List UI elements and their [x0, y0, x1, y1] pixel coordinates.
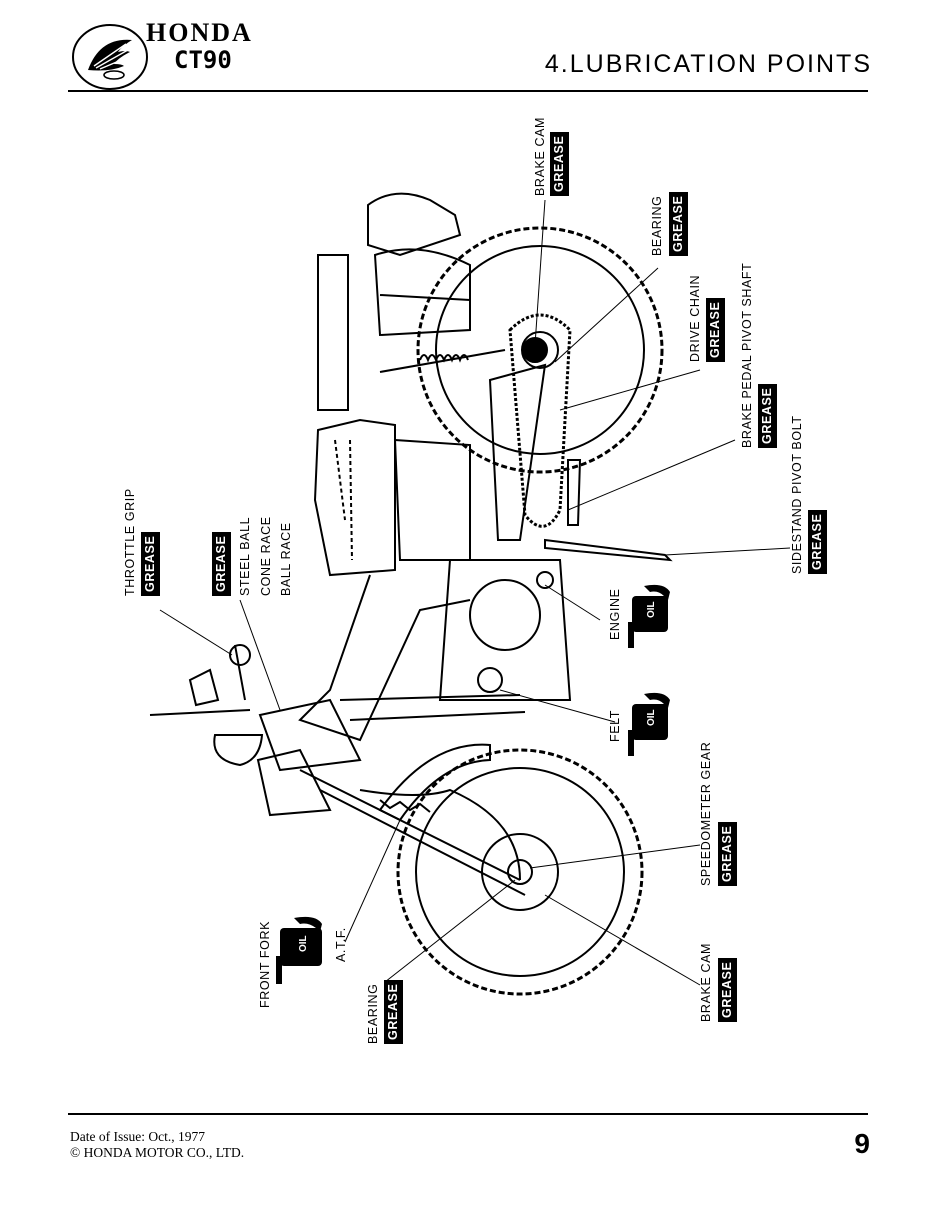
- label-steel-ball: STEEL BALL: [238, 516, 252, 596]
- label-brake-cam-rear: BRAKE CAM: [533, 116, 547, 196]
- page-number: 9: [854, 1128, 870, 1159]
- tank-and-covers: [313, 418, 471, 577]
- tag-grease-brake-pedal-pivot-shaft: GREASE: [758, 383, 777, 448]
- swingarm: [488, 363, 547, 541]
- oil-can-icon: OIL: [628, 584, 670, 648]
- tag-grease-throttle-grip: GREASE: [141, 531, 160, 596]
- tag-grease-bearing-front: GREASE: [384, 979, 403, 1044]
- footer-rule: [68, 1113, 868, 1115]
- oil-label: OIL: [298, 935, 309, 952]
- label-cone-race: CONE RACE: [259, 516, 273, 596]
- tag-grease-brake-cam-rear: GREASE: [550, 131, 569, 196]
- tag-grease-bearing-rear: GREASE: [669, 191, 688, 256]
- leader-lines: [159, 199, 791, 986]
- label-atf: A.T.F.: [334, 927, 348, 962]
- label-felt: FELT: [608, 709, 622, 742]
- engine: [438, 559, 572, 701]
- section-title: 4.LUBRICATION POINTS: [544, 50, 872, 78]
- oil-can-icon: OIL: [628, 692, 670, 756]
- label-ball-race: BALL RACE: [279, 522, 293, 596]
- rear-wheel: [416, 226, 664, 474]
- front-wheel: [396, 748, 644, 996]
- brand-name: HONDA: [146, 18, 253, 47]
- rear-shock: [379, 349, 506, 373]
- sidestand: [544, 459, 673, 562]
- label-speedometer-gear: SPEEDOMETER GEAR: [699, 741, 713, 886]
- label-brake-pedal-pivot-shaft: BRAKE PEDAL PIVOT SHAFT: [740, 262, 754, 448]
- label-drive-chain: DRIVE CHAIN: [688, 274, 702, 362]
- label-bearing-rear: BEARING: [650, 195, 664, 256]
- oil-can-icon: OIL: [276, 916, 322, 984]
- label-engine: ENGINE: [608, 588, 622, 640]
- tag-grease-brake-cam-front: GREASE: [718, 957, 737, 1022]
- oil-label: OIL: [646, 709, 657, 726]
- tag-grease-steering: GREASE: [212, 531, 231, 596]
- label-bearing-front: BEARING: [366, 983, 380, 1044]
- handlebars: [149, 644, 362, 817]
- tag-grease-sidestand-pivot-bolt: GREASE: [808, 509, 827, 574]
- honda-wing-logo: [72, 24, 148, 90]
- copyright: © HONDA MOTOR CO., LTD.: [70, 1145, 245, 1160]
- date-of-issue: Date of Issue: Oct., 1977: [70, 1129, 205, 1144]
- label-sidestand-pivot-bolt: SIDESTAND PIVOT BOLT: [790, 415, 804, 574]
- header-rule: [68, 90, 868, 92]
- tag-grease-drive-chain: GREASE: [706, 297, 725, 362]
- rear-carrier: [317, 192, 471, 411]
- oil-label: OIL: [646, 601, 657, 618]
- model-name: CT90: [174, 46, 232, 74]
- label-brake-cam-front: BRAKE CAM: [699, 942, 713, 1022]
- front-fender: [378, 743, 491, 822]
- drive-chain: [508, 313, 572, 528]
- main-frame: [298, 574, 526, 742]
- label-throttle-grip: THROTTLE GRIP: [123, 488, 137, 596]
- front-fork: [299, 769, 526, 896]
- tag-grease-speedometer-gear: GREASE: [718, 821, 737, 886]
